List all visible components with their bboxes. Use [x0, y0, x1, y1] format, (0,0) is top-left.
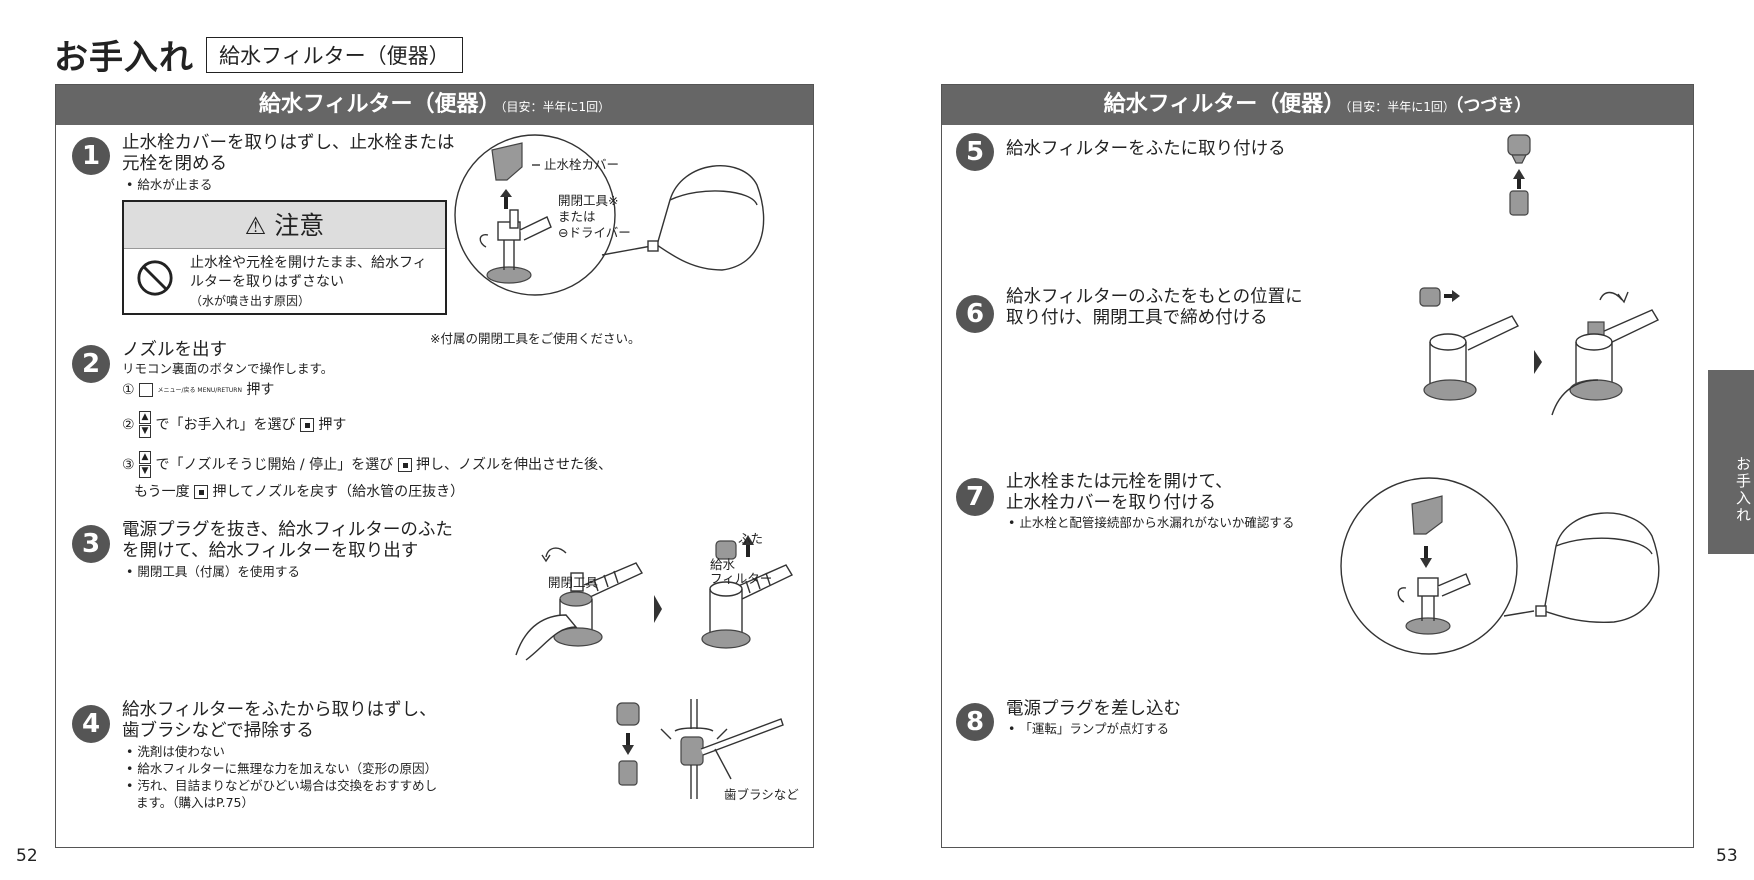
step-number: 8 [956, 703, 994, 741]
step-title-line2: 止水栓カバーを取り付ける [1006, 493, 1216, 513]
page-number-right: 53 [1716, 846, 1738, 866]
enter-key-icon [194, 485, 209, 499]
step-number: 3 [72, 525, 110, 563]
filter-attach-illustration [1507, 134, 1531, 216]
step-number: 6 [956, 295, 994, 333]
step-title-line1: 止水栓カバーを取りはずし、止水栓または [122, 133, 455, 153]
left-panel-title-note: （目安：半年に1回） [500, 100, 611, 114]
warning-icon: ⚠ [244, 212, 267, 240]
label-tool1: 開閉工具※ [558, 193, 619, 208]
step-note-3: • 汚れ、目詰まりなどがひどい場合は交換をおすすめし [126, 778, 438, 793]
right-panel: 給水フィルター（便器）（目安：半年に1回）（つづき） 5 給水フィルターをふたに… [941, 84, 1694, 848]
filter-removal-illustration [515, 535, 793, 661]
step-title: ノズルを出す [122, 340, 227, 360]
right-panel-title: 給水フィルター（便器）（目安：半年に1回）（つづき） [942, 85, 1693, 125]
operation-3-line2: もう一度 押してノズルを戻す（給水管の圧抜き） [134, 484, 465, 500]
right-panel-title-cont: （つづき） [1454, 96, 1532, 116]
step-note-2: • 給水フィルターに無理な力を加えない（変形の原因） [126, 761, 438, 776]
right-panel-title-note: （目安：半年に1回） [1345, 100, 1455, 114]
label-tool3: ⊖ドライバー [558, 225, 631, 240]
step-note-1: • 洗剤は使わない [126, 744, 225, 759]
valve-cover-illustration [454, 134, 765, 296]
step-title-line2: 取り付け、開閉工具で締め付ける [1006, 308, 1268, 328]
step-note: • 止水栓と配管接続部から水漏れがないか確認する [1008, 515, 1295, 530]
operation-2: ② ▲▼ で「お手入れ」を選び 押す [122, 411, 346, 439]
up-down-key-icon: ▲▼ [139, 451, 152, 479]
prohibition-icon [137, 260, 173, 296]
footnote: ※付属の開閉工具をご使用ください。 [430, 331, 641, 346]
step-title-line1: 給水フィルターをふたから取りはずし、 [122, 700, 437, 720]
step-3: 3 電源プラグを抜き、給水フィルターのふた を開けて、給水フィルターを取り出す … [56, 520, 813, 685]
right-panel-title-text: 給水フィルター（便器） [1103, 92, 1346, 117]
caution-box: ⚠注意 止水栓や元栓を開けたまま、給水フィ ルターを取りはずさない （水が噴き出… [122, 200, 447, 315]
step-2: 2 ノズルを出す リモコン裏面のボタンで操作します。 ① メニュー/戻る MEN… [56, 340, 813, 500]
step-1: 1 止水栓カバーを取りはずし、止水栓または 元栓を閉める • 給水が止まる ⚠注… [56, 85, 813, 346]
step-title-line1: 給水フィルターのふたをもとの位置に [1006, 287, 1303, 307]
label-brush: 歯ブラシなど [724, 787, 799, 802]
enter-key-icon [299, 418, 314, 432]
operation-1: ① メニュー/戻る MENU/RETURN 押す [122, 382, 275, 398]
label-valve-cover: 止水栓カバー [544, 157, 620, 172]
step-5: 5 給水フィルターをふたに取り付ける [942, 133, 1693, 233]
step-number: 4 [72, 705, 110, 743]
left-panel-title: 給水フィルター（便器）（目安：半年に1回） [56, 85, 813, 125]
step-title-line2: 歯ブラシなどで掃除する [122, 721, 314, 741]
step-title-line2: 元栓を閉める [122, 154, 227, 174]
step-6: 6 給水フィルターのふたをもとの位置に 取り付け、開閉工具で締め付ける [942, 287, 1693, 445]
step-title: 電源プラグを差し込む [1006, 699, 1181, 719]
page-header: お手入れ 給水フィルター（便器） [54, 30, 463, 79]
enter-key-icon [397, 458, 412, 472]
menu-key-icon [139, 383, 154, 397]
step-note: • 開閉工具（付属）を使用する [126, 564, 300, 579]
label-lid: ふた [738, 531, 764, 546]
operation-3: ③ ▲▼ で「ノズルそうじ開始 / 停止」を選び 押し、ノズルを伸出させた後、 [122, 451, 612, 479]
valve-cover-reattach-illustration [1340, 477, 1660, 655]
step-8: 8 電源プラグを差し込む • 「運転」ランプが点灯する [942, 699, 1693, 763]
step-number: 7 [956, 478, 994, 516]
step-number: 5 [956, 133, 994, 171]
lid-tighten-illustration [1419, 287, 1659, 416]
step-title-line2: を開けて、給水フィルターを取り出す [122, 541, 419, 561]
step-number: 1 [72, 137, 110, 175]
label-tool: 開閉工具 [548, 575, 599, 590]
up-down-key-icon: ▲▼ [139, 411, 152, 439]
step-title-line1: 電源プラグを抜き、給水フィルターのふた [122, 520, 453, 540]
left-panel-title-text: 給水フィルター（便器） [258, 92, 501, 117]
page-title: お手入れ [54, 38, 194, 78]
caution-heading: ⚠注意 [124, 202, 445, 249]
step-note: • 「運転」ランプが点灯する [1008, 721, 1169, 736]
page-number-left: 52 [16, 846, 38, 866]
left-panel: 給水フィルター（便器）（目安：半年に1回） 1 止水栓カバーを取りはずし、止水栓… [55, 84, 814, 848]
step-number: 2 [72, 345, 110, 383]
caution-text: 止水栓や元栓を開けたまま、給水フィ ルターを取りはずさない （水が噴き出す原因） [190, 255, 427, 308]
label-tool2: または [558, 209, 596, 224]
step-title: 給水フィルターをふたに取り付ける [1006, 139, 1286, 159]
filter-cleaning-illustration [616, 699, 784, 799]
page-subtitle: 給水フィルター（便器） [206, 36, 463, 73]
step-note: • 給水が止まる [126, 177, 213, 192]
step-4: 4 給水フィルターをふたから取りはずし、 歯ブラシなどで掃除する • 洗剤は使わ… [56, 699, 813, 845]
step-note: リモコン裏面のボタンで操作します。 [122, 361, 334, 376]
label-filter1: 給水 [710, 557, 736, 572]
step-7: 7 止水栓または元栓を開けて、 止水栓カバーを取り付ける • 止水栓と配管接続部… [942, 472, 1693, 658]
step-title-line1: 止水栓または元栓を開けて、 [1006, 472, 1233, 492]
label-filter2: フィルター [710, 571, 773, 586]
side-tab-care: お手入れ [1708, 370, 1754, 554]
step-note-4: ます。（購入はP.75） [136, 795, 254, 810]
